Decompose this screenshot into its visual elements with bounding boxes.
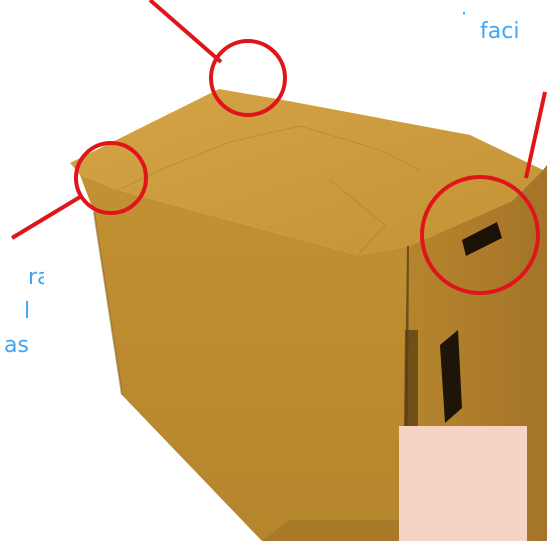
annotation-left-line-3: as: [0, 332, 44, 366]
color-swatch: [399, 426, 527, 541]
pointer-line-top: [150, 0, 221, 62]
annotation-left: ra l as: [0, 264, 44, 366]
annotation-left-line-1: ra: [0, 264, 44, 298]
annotation-right-line-2: faci: [444, 18, 547, 46]
pointer-line-left: [12, 197, 80, 238]
pointer-line-right: [526, 92, 545, 178]
annotation-left-line-2: l: [0, 298, 44, 332]
annotation-right: p faci: [444, 12, 547, 46]
